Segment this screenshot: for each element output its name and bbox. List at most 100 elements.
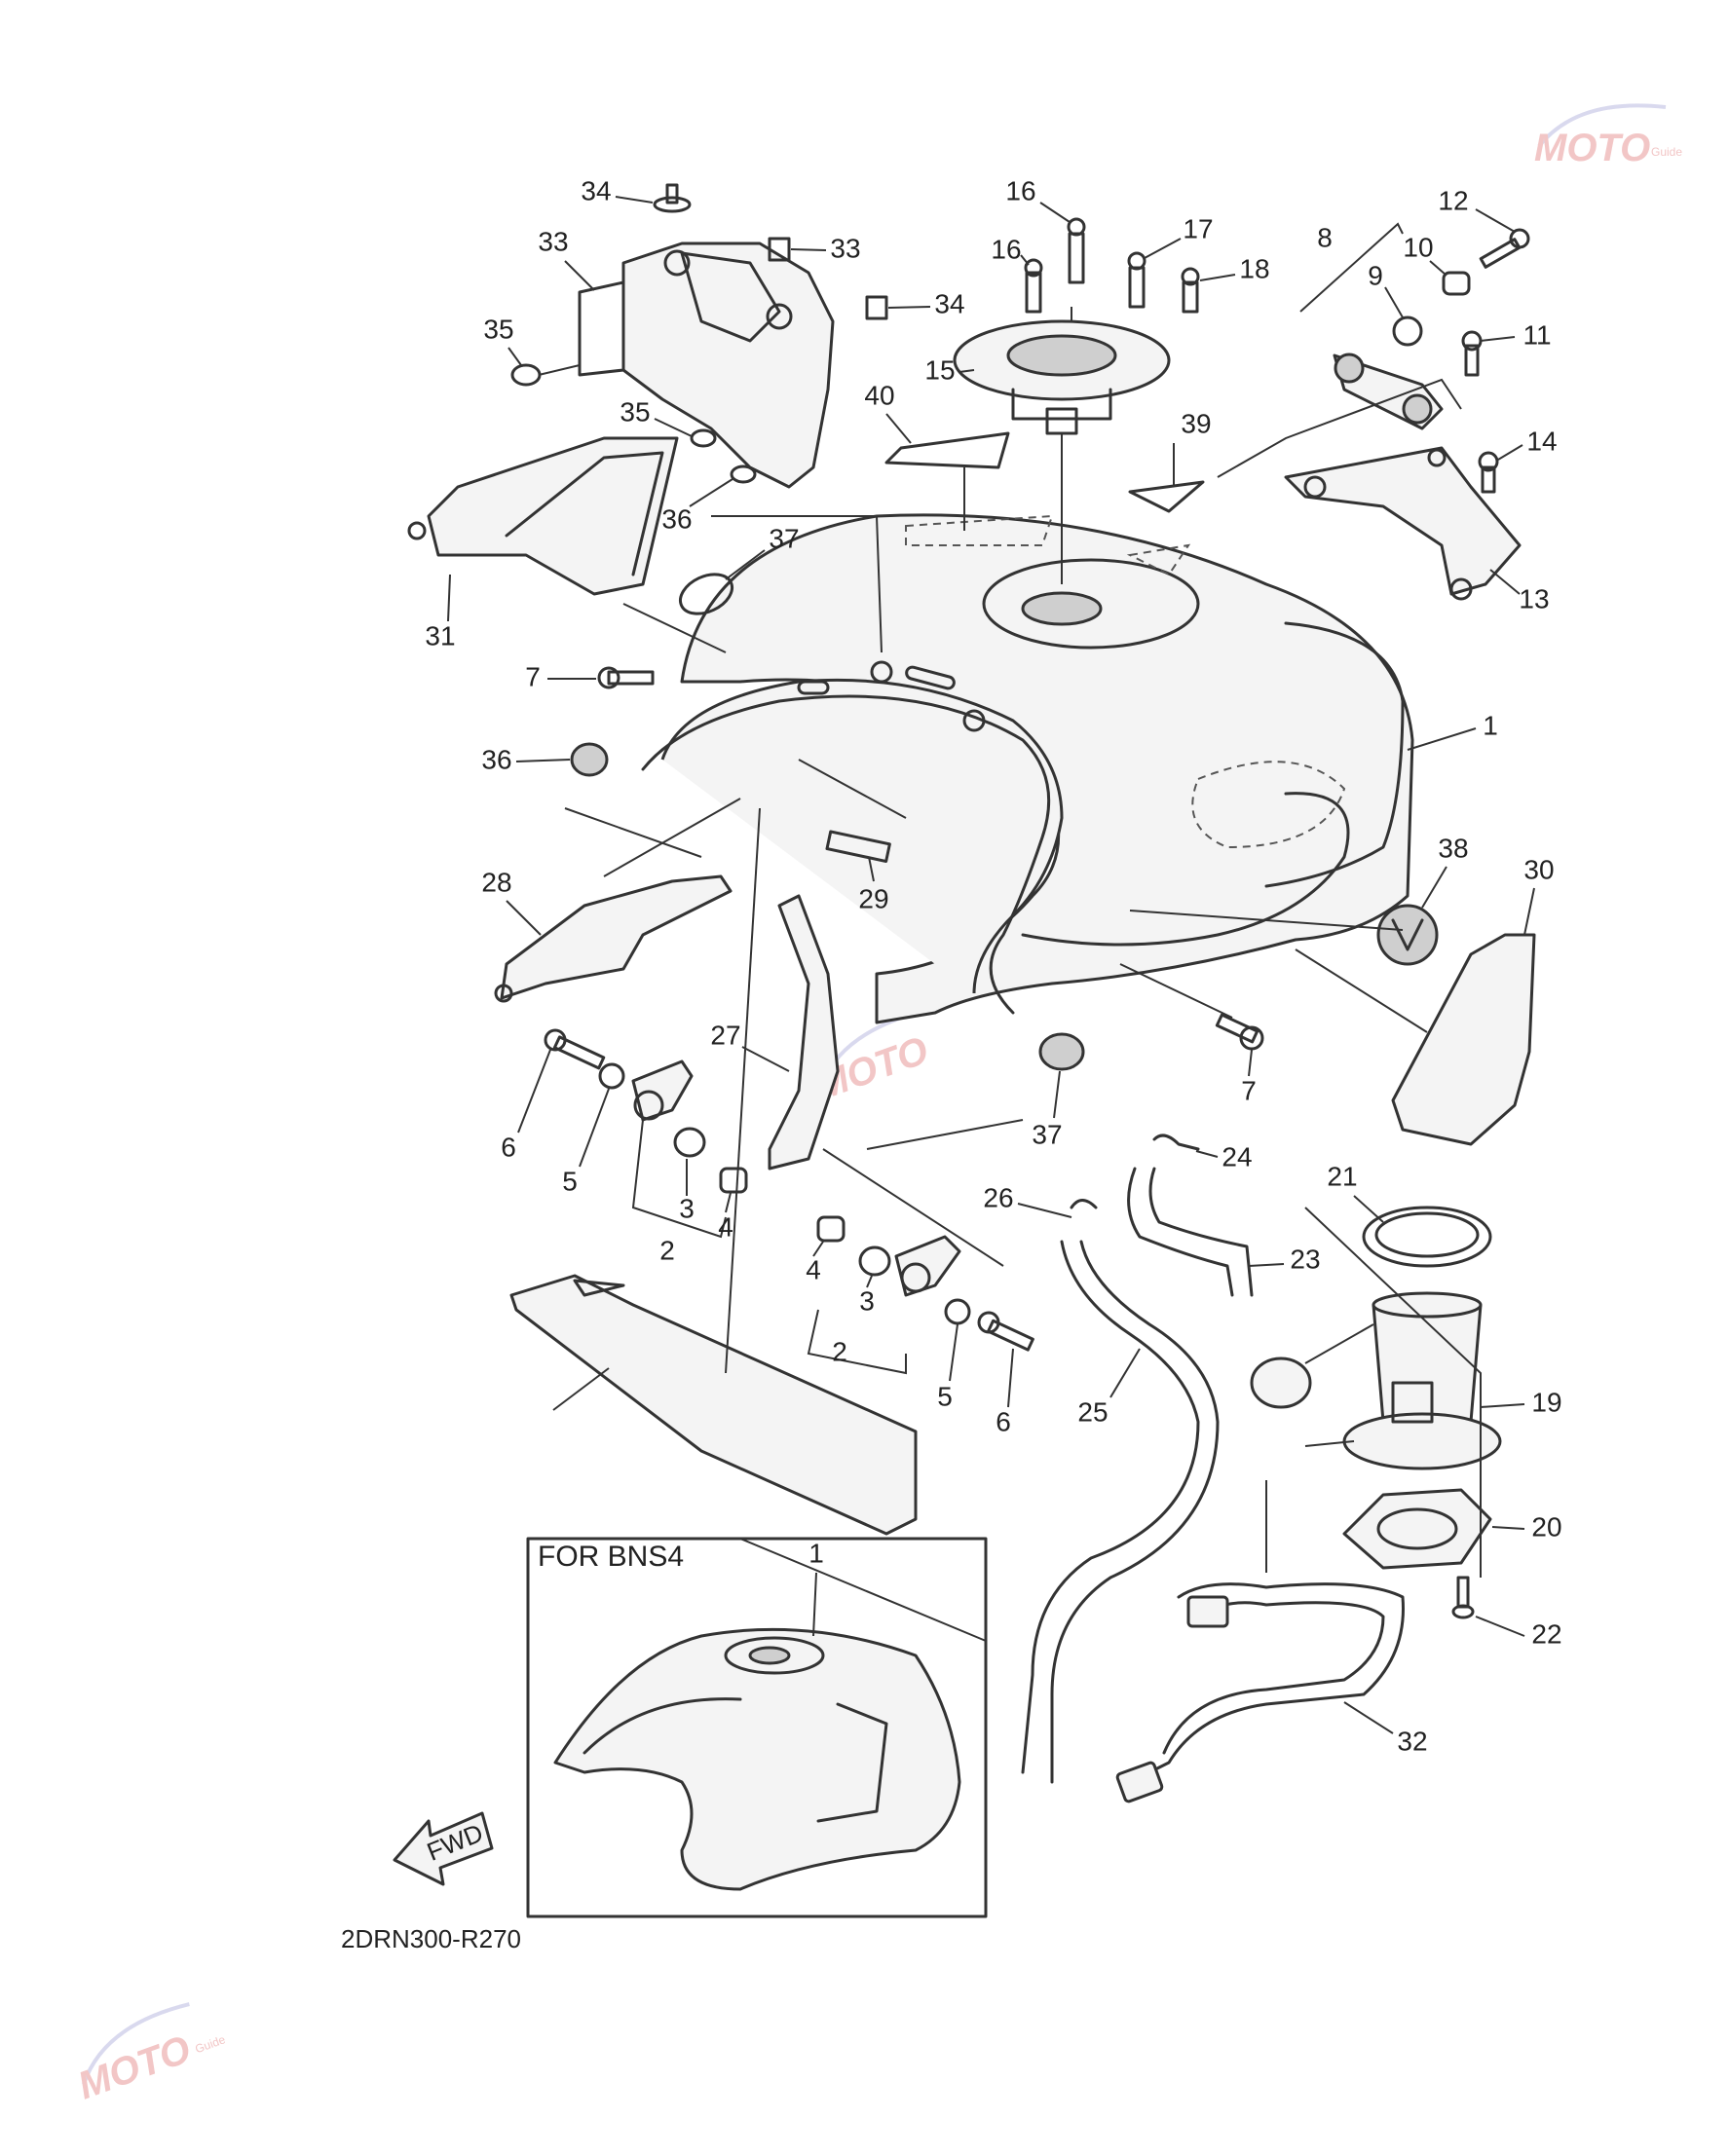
fuel-pump-18	[1250, 1291, 1502, 1470]
callout-5-right: 5	[937, 1381, 953, 1411]
fuel-tank	[641, 513, 1414, 1024]
emblem-ring-37	[679, 573, 733, 615]
cover-plate-40	[509, 1274, 918, 1536]
callout-12: 12	[1438, 185, 1468, 215]
washer-5-right	[944, 1298, 971, 1325]
svg-text:MOTO: MOTO	[1534, 127, 1650, 169]
clip-33-top	[768, 237, 791, 262]
callout-34-left: 35	[483, 314, 513, 344]
clip-25	[1070, 1199, 1098, 1209]
bolt-6-left	[544, 1028, 606, 1070]
callout-15: 15	[924, 354, 955, 385]
callout-19: 20	[1531, 1511, 1561, 1542]
callout-31: 32	[1397, 1726, 1427, 1756]
hose-24	[1021, 1240, 1220, 1784]
rear-bracket	[1284, 446, 1522, 601]
bolt-7-lower	[1215, 1013, 1264, 1051]
callout-28: 29	[858, 883, 888, 913]
callout-21: 22	[1531, 1618, 1561, 1649]
flange-19	[1342, 1488, 1492, 1570]
emblem-37	[1376, 904, 1439, 966]
front-cover	[578, 242, 835, 489]
collar-9	[1392, 316, 1423, 347]
grommet-35-a	[690, 428, 717, 448]
clip-33-bottom	[865, 295, 888, 320]
rubber-28	[825, 830, 891, 863]
bolt-16-mid	[1067, 217, 1086, 284]
collar-3-left	[673, 1127, 706, 1158]
gasket-20	[1362, 1206, 1492, 1268]
screw-34-top	[653, 183, 692, 213]
bolt-11	[1461, 330, 1483, 377]
callout-7-lower: 7	[1241, 1075, 1257, 1105]
svg-text:Guide: Guide	[1651, 145, 1682, 159]
callout-35-a: 35	[620, 396, 650, 427]
svg-text:Guide: Guide	[193, 2032, 227, 2056]
callout-11: 11	[1522, 319, 1551, 350]
bolt-12	[1479, 228, 1530, 269]
callout-29: 30	[1523, 854, 1554, 884]
callout-38: 39	[1181, 408, 1211, 438]
fuel-cap-assembly	[953, 319, 1171, 584]
screw-34-left	[510, 363, 581, 387]
callout-1-inset: 1	[808, 1538, 824, 1568]
clip-23	[1152, 1134, 1200, 1151]
grommet-35-b	[730, 465, 757, 484]
drawing-code: 2DRN300-R270	[341, 1924, 521, 1953]
callout-36-left: 36	[481, 744, 511, 774]
side-cover-right	[1391, 933, 1536, 1146]
bracket-2-right	[894, 1235, 961, 1297]
bolt-6-right	[977, 1311, 1034, 1352]
callout-34-top: 34	[581, 175, 611, 205]
side-cover-left	[407, 436, 679, 596]
bracket-mount	[1333, 353, 1444, 430]
callout-14: 14	[1526, 426, 1557, 456]
washer-5-left	[598, 1062, 625, 1090]
decal-38	[1128, 443, 1205, 513]
bolt-4-right	[816, 1215, 846, 1243]
callout-3-left: 3	[679, 1193, 695, 1223]
decal-39	[884, 431, 1010, 531]
callout-16-mid: 16	[1005, 175, 1035, 205]
callout-7-upper: 7	[525, 661, 541, 691]
callout-32: 33	[538, 226, 568, 256]
callout-1: 1	[1483, 710, 1498, 740]
bolt-17	[1181, 267, 1200, 314]
bolt-16-left	[1024, 258, 1043, 314]
callout-25: 26	[983, 1182, 1013, 1212]
callout-20: 21	[1327, 1161, 1357, 1191]
callout-27: 28	[481, 867, 511, 897]
callout-9: 9	[1368, 260, 1383, 290]
callout-26: 27	[710, 1020, 740, 1050]
callout-37-upper: 37	[769, 523, 799, 553]
callout-2-left: 2	[659, 1235, 675, 1265]
callout-30: 31	[425, 620, 455, 651]
bolt-14	[1478, 451, 1499, 494]
callout-6-right: 6	[996, 1406, 1011, 1436]
bolt-10	[1442, 271, 1471, 296]
callout-23: 24	[1222, 1141, 1252, 1171]
callout-4-right: 4	[806, 1254, 821, 1284]
callout-2-right: 2	[832, 1336, 847, 1366]
callout-10: 10	[1403, 232, 1433, 262]
callout-16-right: 17	[1183, 213, 1213, 243]
harness-31	[1115, 1480, 1405, 1803]
svg-text:MOTO: MOTO	[72, 2027, 196, 2107]
damper-36-left	[570, 742, 609, 777]
callout-24: 25	[1077, 1396, 1108, 1427]
damper-36-right	[1038, 1032, 1085, 1071]
bolt-16-right	[1127, 251, 1146, 309]
collar-3-right	[858, 1245, 891, 1277]
callout-6-left: 6	[501, 1132, 516, 1162]
watermark-logo-bottom: MOTO Guide	[72, 2002, 228, 2107]
callout-13: 13	[1519, 583, 1549, 613]
inset-variant-box: FOR BNS4	[526, 1537, 988, 1918]
callout-36-right: 37	[1032, 1119, 1062, 1149]
callout-4-left: 4	[718, 1211, 733, 1242]
callout-17: 18	[1239, 253, 1269, 283]
callout-3-right: 3	[859, 1285, 875, 1316]
bolt-7-upper	[597, 666, 655, 689]
callout-33-bottom: 34	[934, 288, 964, 318]
bolt-4-left	[719, 1167, 748, 1194]
